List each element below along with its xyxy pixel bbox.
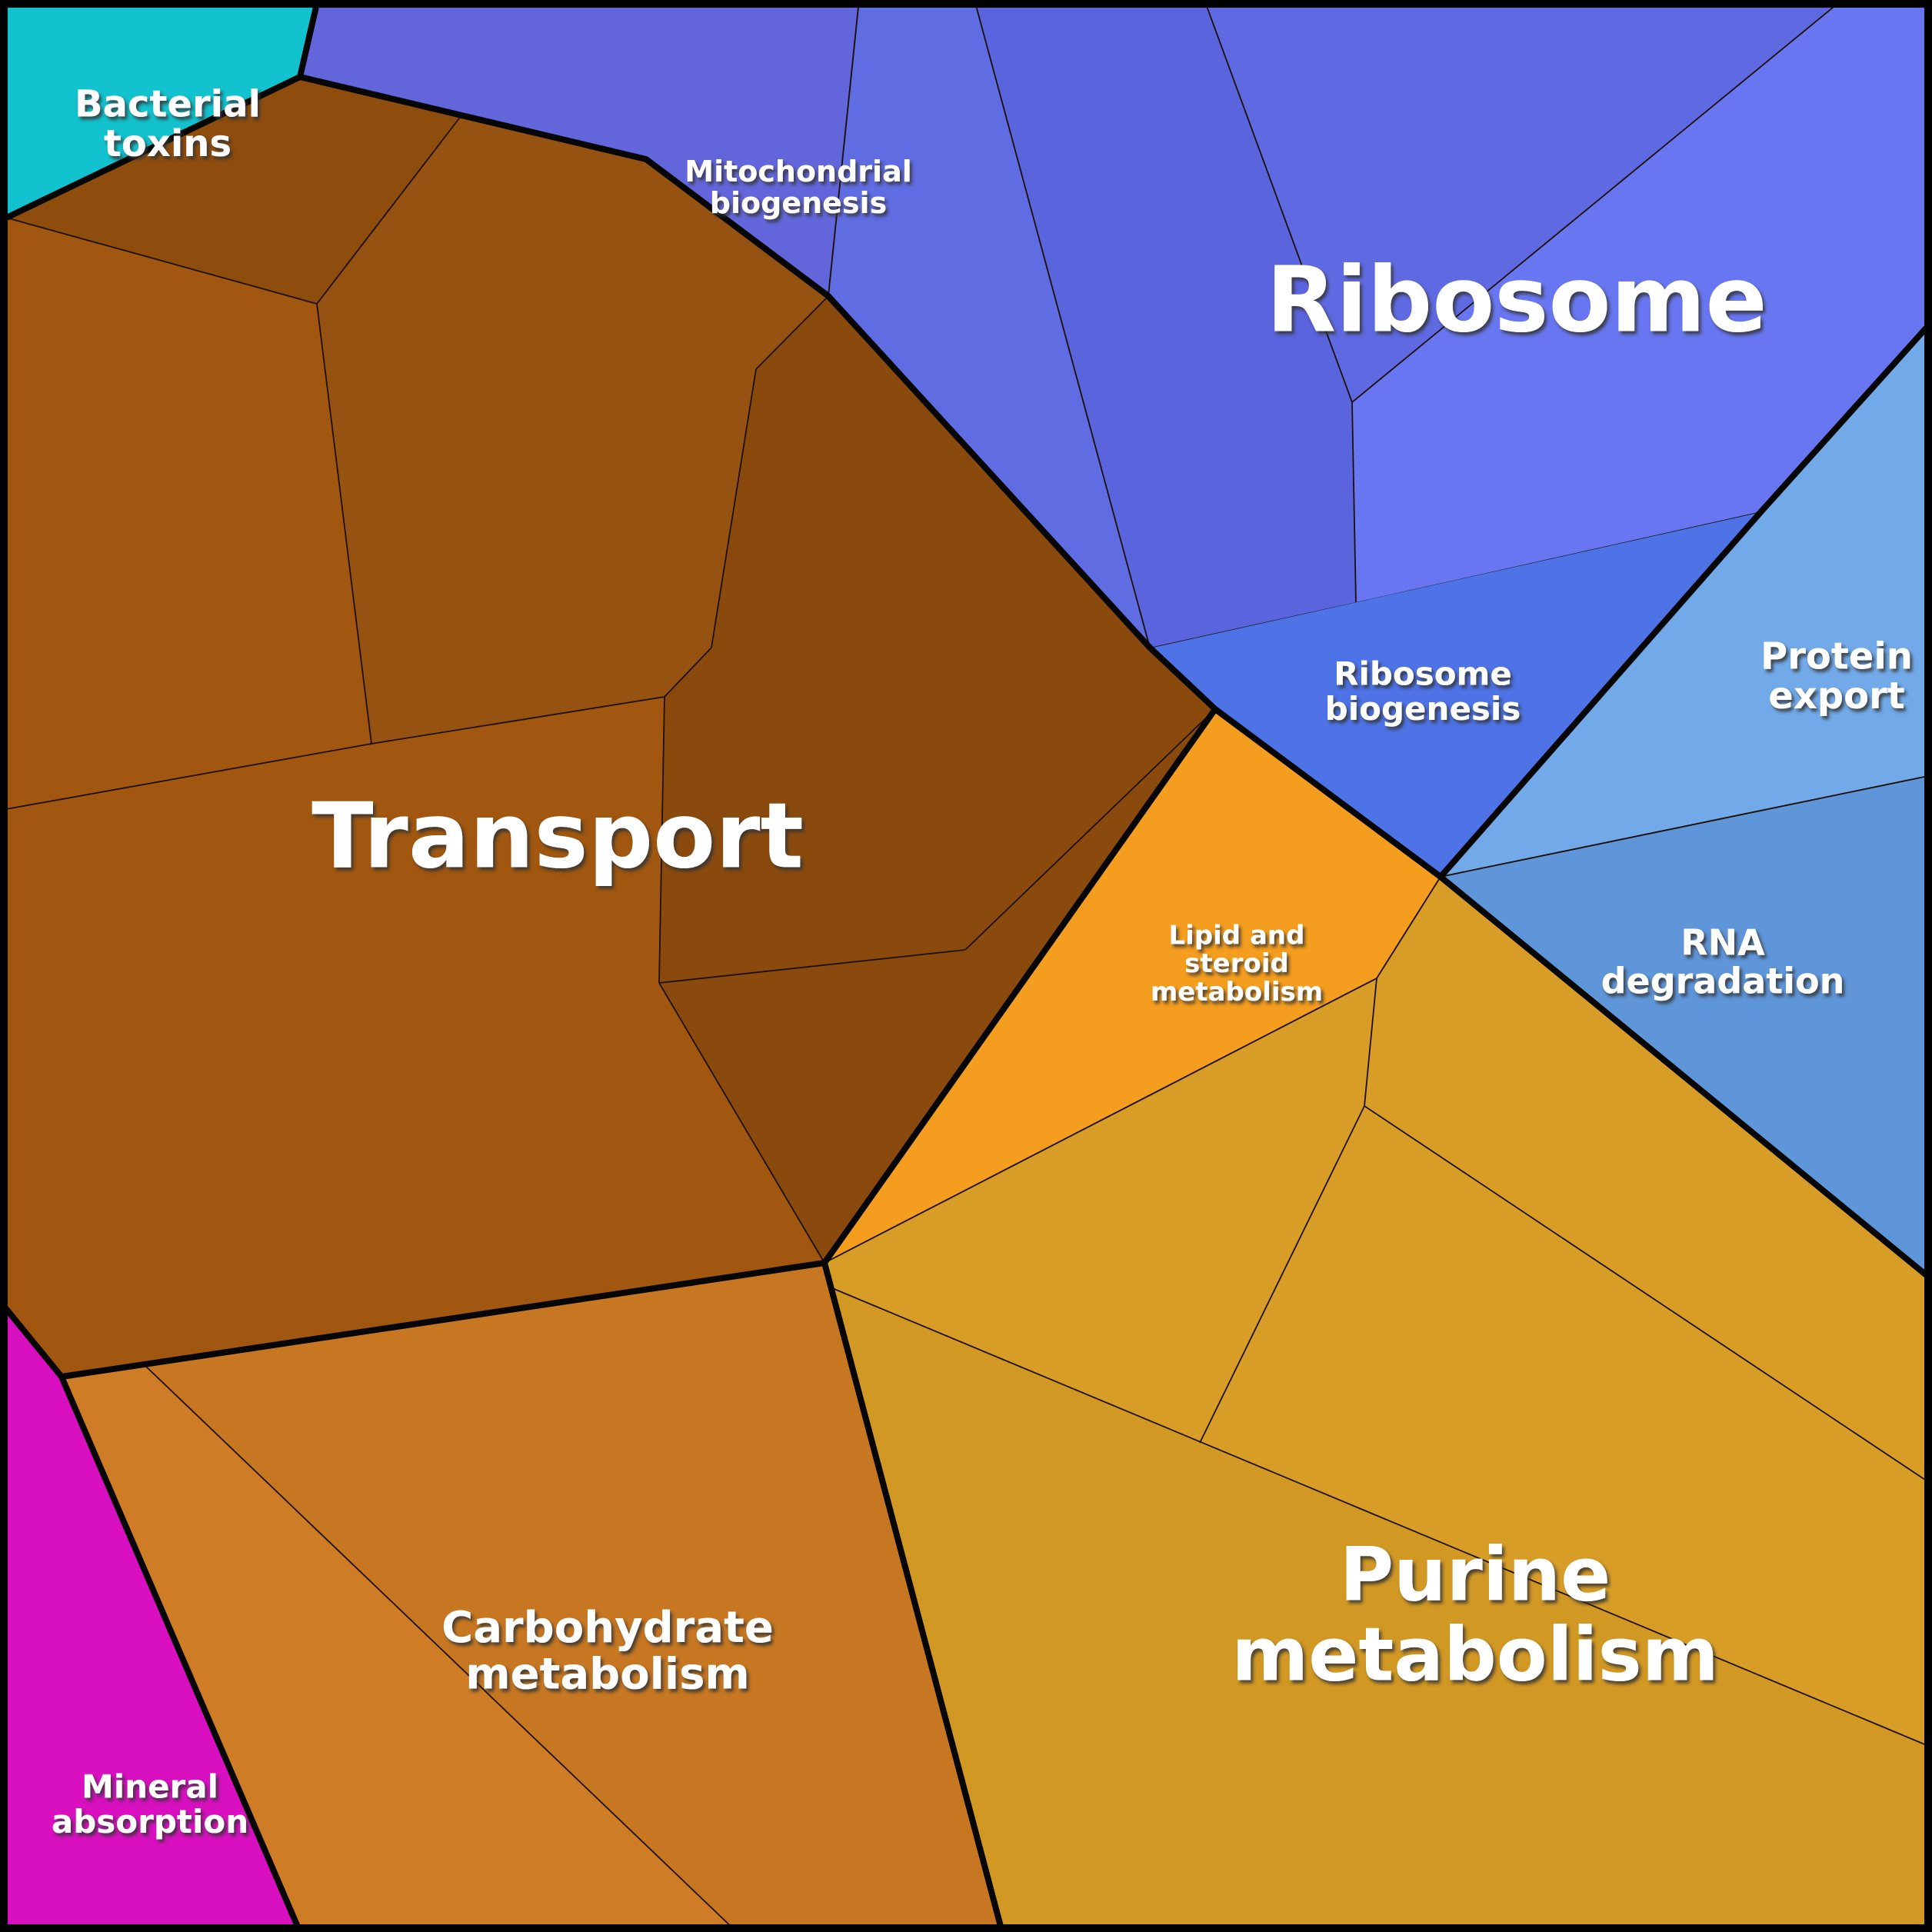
- label-carbohydrate-metabolism-line-0: Carbohydrate: [441, 1603, 774, 1653]
- subcell-border-11: [964, 708, 1216, 951]
- subcell-border-1: [316, 115, 462, 305]
- category-border-7: [1437, 508, 1764, 880]
- category-border-4: [58, 1374, 303, 1932]
- subcell-border-20: [830, 1287, 1932, 1748]
- subcell-border-9: [658, 982, 825, 1264]
- label-mineral-absorption-line-0: Mineral: [82, 1767, 218, 1805]
- label-ribosome-biogenesis-line-0: Ribosome: [1334, 655, 1512, 692]
- label-lipid-steroid-metabolism-line-0: Lipid and: [1169, 921, 1305, 951]
- label-mineral-absorption-line-1: absorption: [52, 1803, 248, 1840]
- label-purine-metabolism-line-1: metabolism: [1231, 1611, 1718, 1697]
- label-ribosome: Ribosome: [1266, 246, 1767, 352]
- label-lipid-steroid-metabolism-line-1: steroid: [1184, 948, 1289, 979]
- label-ribosome-biogenesis-line-1: biogenesis: [1325, 690, 1521, 728]
- label-transport-line-0: Transport: [311, 782, 804, 888]
- label-protein-export-line-1: export: [1768, 675, 1904, 718]
- category-border-6: [1758, 318, 1932, 515]
- subcell-border-7: [755, 295, 829, 370]
- label-carbohydrate-metabolism-line-1: metabolism: [465, 1649, 750, 1699]
- label-lipid-steroid-metabolism-line-2: metabolism: [1151, 977, 1323, 1008]
- category-border-8: [1437, 874, 1932, 1283]
- subcell-ribosome-3: [974, 0, 1356, 648]
- subcell-border-3: [5, 743, 372, 810]
- subcell-border-18: [1199, 1105, 1365, 1444]
- subcell-border-17: [1364, 978, 1377, 1107]
- subcell-ribosome-4: [1204, 0, 1842, 402]
- label-transport: Transport: [311, 782, 804, 888]
- label-mitochondrial-biogenesis-line-0: Mitochondrial: [685, 155, 911, 188]
- label-rna-degradation-line-0: RNA: [1681, 922, 1765, 964]
- subcell-border-6: [711, 368, 757, 648]
- subcell-carbohydrate-metabolism-6: [62, 1364, 737, 1932]
- subcell-border-15: [1351, 401, 1357, 603]
- subcell-border-19: [1364, 1105, 1932, 1485]
- label-mitochondrial-biogenesis-line-1: biogenesis: [710, 186, 887, 220]
- subcell-border-2: [316, 303, 372, 744]
- category-border-1: [297, 74, 831, 299]
- label-protein-export-line-0: Protein: [1760, 635, 1913, 678]
- subcell-transport-0: [0, 77, 461, 304]
- subcell-border-0: [5, 217, 318, 305]
- subcell-border-8: [658, 696, 665, 984]
- category-border-3: [0, 1298, 65, 1380]
- thin-borders-layer: [5, 0, 1932, 1932]
- subcell-border-4: [371, 696, 665, 744]
- subcell-border-13: [1204, 0, 1353, 403]
- subcell-border-10: [658, 949, 966, 984]
- label-ribosome-line-0: Ribosome: [1266, 246, 1767, 352]
- label-rna-degradation-line-1: degradation: [1601, 960, 1845, 1001]
- subcell-transport-2: [659, 296, 1215, 1263]
- subcell-transport-1: [317, 115, 828, 744]
- category-border-9: [821, 1260, 1005, 1932]
- subcell-border-16: [143, 1364, 738, 1932]
- label-purine-metabolism-line-0: Purine: [1340, 1532, 1611, 1618]
- label-bacterial-toxins-line-0: Bacterial: [75, 82, 261, 125]
- subcell-border-5: [664, 647, 712, 698]
- category-border-5: [1212, 706, 1444, 880]
- subcell-ribosome-5: [1352, 0, 1932, 602]
- subcell-border-14: [1351, 0, 1843, 403]
- subcell-purine-metabolism-7: [831, 1287, 1932, 1932]
- label-bacterial-toxins-line-1: toxins: [104, 122, 232, 165]
- subcell-border-12: [974, 0, 1151, 648]
